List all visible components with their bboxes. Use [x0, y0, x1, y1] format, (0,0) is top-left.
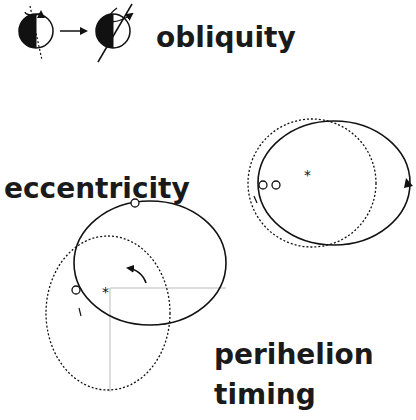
precession-orbits: * — [46, 199, 226, 392]
planet-after — [96, 4, 132, 62]
perihelion-label: perihelion timing — [214, 335, 410, 415]
obliquity-label: obliquity — [156, 18, 406, 58]
svg-text:*: * — [102, 284, 109, 300]
svg-text:*: * — [304, 167, 311, 183]
change-arrow — [60, 30, 86, 32]
eccentricity-orbits: * — [248, 119, 413, 247]
eccentricity-label: eccentricity — [4, 169, 244, 209]
planet-before — [19, 6, 53, 60]
